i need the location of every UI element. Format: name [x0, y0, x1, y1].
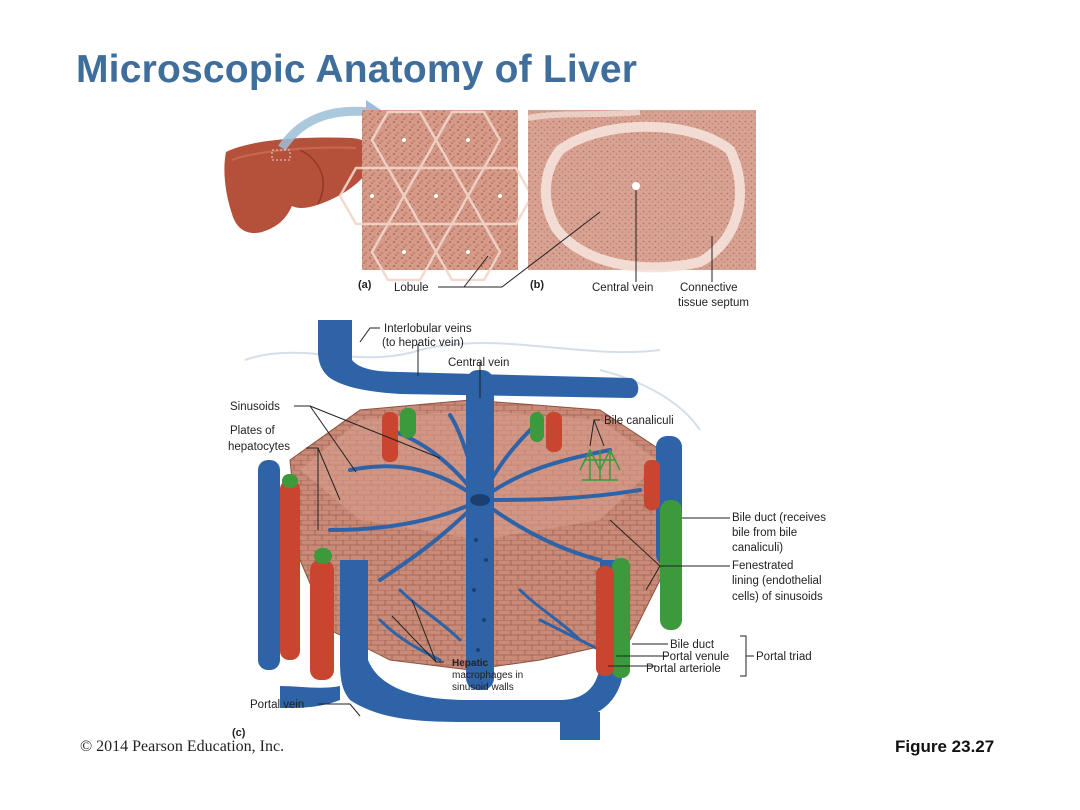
copyright-notice: © 2014 Pearson Education, Inc. [80, 738, 285, 755]
triad-bile-duct-label: Bile duct [670, 639, 715, 651]
portal-triad-label: Portal triad [756, 651, 812, 663]
micrograph-a [338, 110, 534, 282]
bile-canaliculi-label: Bile canaliculi [604, 415, 674, 427]
bile-duct-label-line2: bile from bile [732, 527, 797, 539]
slide-title: Microscopic Anatomy of Liver [76, 48, 638, 91]
fenestrated-label-line1: Fenestrated [732, 560, 793, 572]
portal-triad-back [382, 408, 562, 462]
lobule-3d-diagram [244, 320, 701, 740]
bile-duct-label-line1: Bile duct (receives [732, 512, 826, 524]
liver-organ [224, 137, 375, 234]
macrophages-label-line2: macrophages in [452, 670, 523, 681]
panel-c-letter: (c) [232, 727, 246, 739]
figure-labels: (a) Lobule (b) Central vein Connective t… [228, 279, 826, 739]
plates-label-line1: Plates of [230, 425, 276, 437]
macrophages-label-line1: Hepatic [452, 658, 489, 669]
central-vein [466, 370, 494, 690]
portal-triad-left [258, 460, 334, 680]
interlobular-label-line1: Interlobular veins [384, 323, 472, 335]
macrophages-label-line3: sinusoid walls [452, 682, 514, 693]
triad-portal-venule-label: Portal venule [662, 651, 729, 663]
panel-a-letter: (a) [358, 279, 372, 291]
triad-portal-arteriole-label: Portal arteriole [646, 663, 721, 675]
septum-label-line2: tissue septum [678, 297, 749, 309]
plates-label-line2: hepatocytes [228, 441, 290, 453]
bile-duct-label-line3: canaliculi) [732, 542, 783, 554]
septum-label-line1: Connective [680, 282, 738, 294]
sinusoids-label: Sinusoids [230, 401, 280, 413]
panel-b-letter: (b) [530, 279, 544, 291]
fenestrated-label-line2: lining (endothelial [732, 575, 822, 587]
portal-triad-right [596, 436, 682, 678]
interlobular-label-line2: (to hepatic vein) [382, 337, 464, 349]
bile-canaliculi-mesh [579, 448, 621, 481]
central-vein-b-label: Central vein [592, 282, 653, 294]
figure-reference: Figure 23.27 [895, 737, 995, 756]
lobule-label: Lobule [394, 282, 429, 294]
fenestrated-label-line3: cells) of sinusoids [732, 591, 823, 603]
micrograph-b [527, 109, 756, 273]
portal-vein [280, 560, 624, 740]
leader-lines [294, 190, 754, 717]
portal-vein-label: Portal vein [250, 699, 304, 711]
central-vein-c-label: Central vein [448, 357, 509, 369]
